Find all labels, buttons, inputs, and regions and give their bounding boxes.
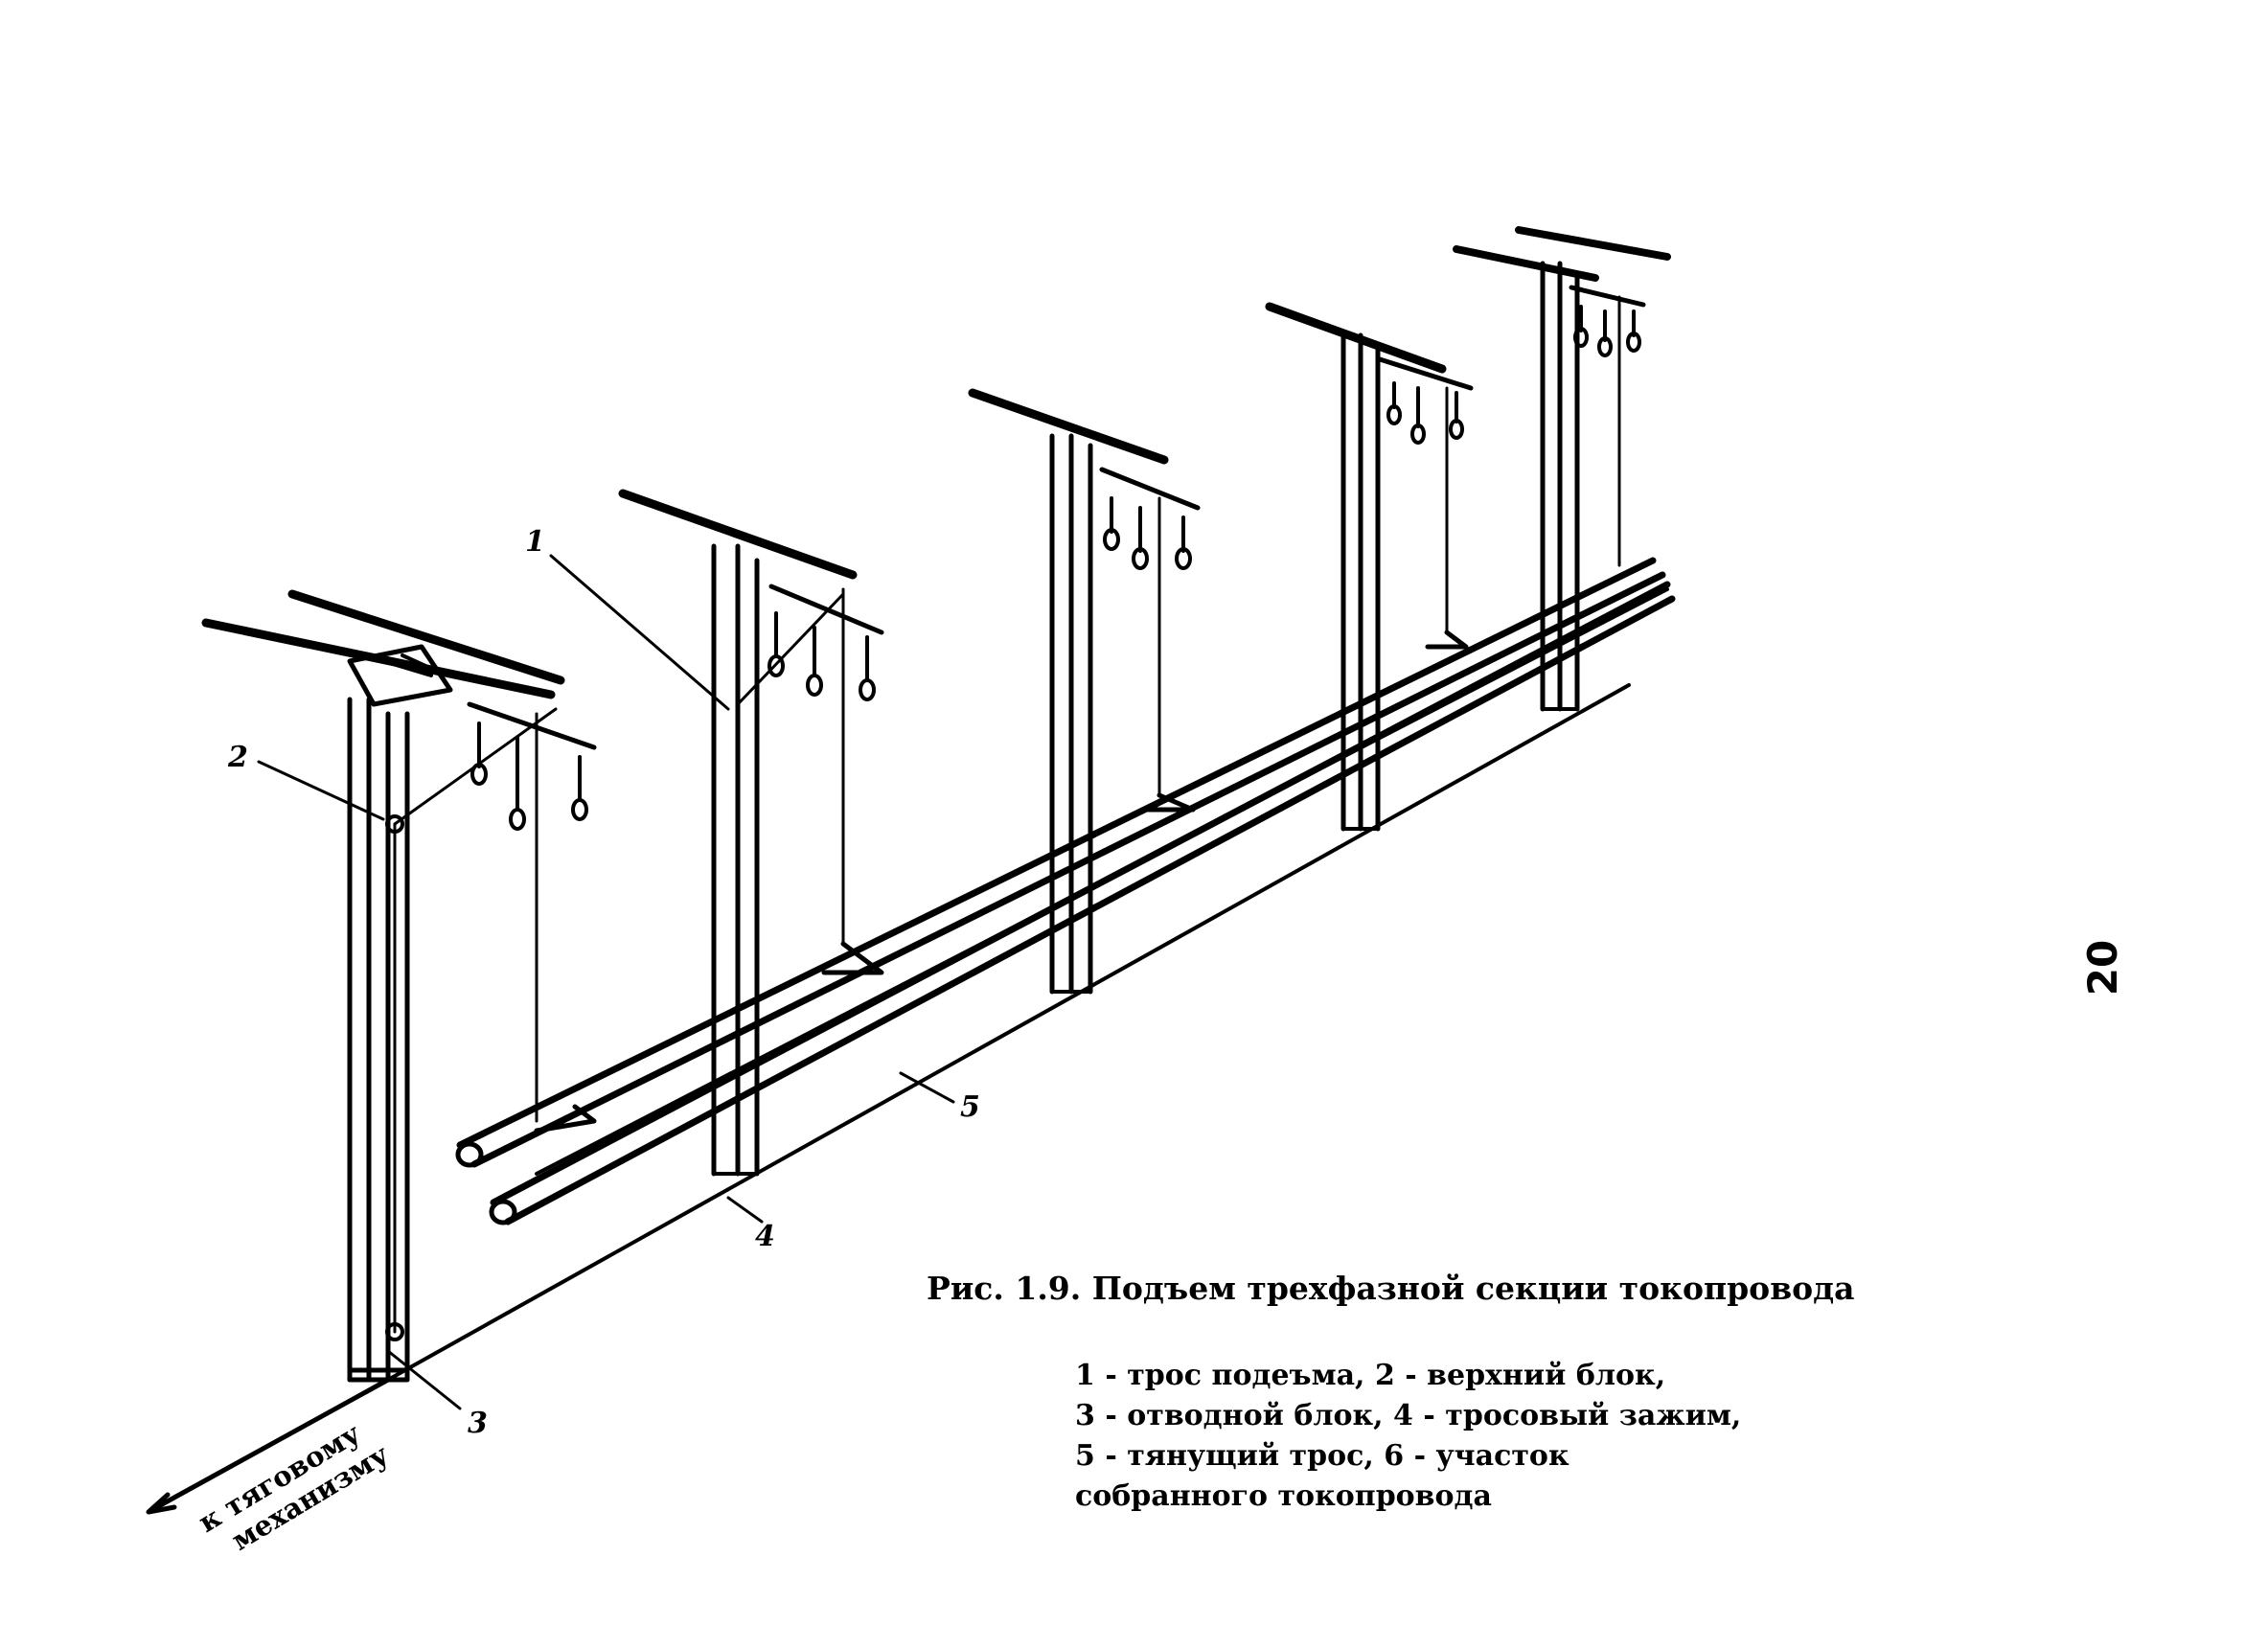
- callout-3: 3: [386, 1349, 488, 1440]
- support-2: [618, 489, 884, 1177]
- legend-line: 1 - трос подеъма, 2 - верхний блок,: [1075, 1359, 1666, 1392]
- lifting-rope: [385, 592, 845, 1341]
- svg-text:3: 3: [468, 1407, 488, 1440]
- svg-text:2: 2: [227, 741, 248, 774]
- svg-text:5: 5: [960, 1090, 980, 1124]
- legend-line: 5 - тянущий трос, 6 - участок: [1075, 1439, 1569, 1473]
- support-4: [1265, 302, 1474, 832]
- insulators: [470, 305, 1641, 831]
- svg-text:1: 1: [525, 525, 545, 559]
- busbar-section: [455, 557, 1676, 1225]
- legend-line: собранного токопровода: [1075, 1479, 1492, 1513]
- callout-2: 2: [227, 741, 385, 821]
- callout-4: 4: [726, 1196, 775, 1253]
- callout-5: 5: [899, 1071, 980, 1124]
- svg-text:4: 4: [755, 1220, 775, 1253]
- pulling-rope: [146, 683, 1631, 1515]
- figure-caption: Рис. 1.9. Подъем трехфазной секции токоп…: [927, 1270, 1855, 1307]
- page-number: 20: [2079, 939, 2126, 996]
- legend-line: 3 - отводной блок, 4 - тросовый зажим,: [1075, 1399, 1742, 1432]
- callout-1: 1: [525, 525, 730, 711]
- support-1: [201, 589, 597, 1383]
- figure-legend: 1 - трос подеъма, 2 - верхний блок, 3 - …: [1075, 1356, 1771, 1517]
